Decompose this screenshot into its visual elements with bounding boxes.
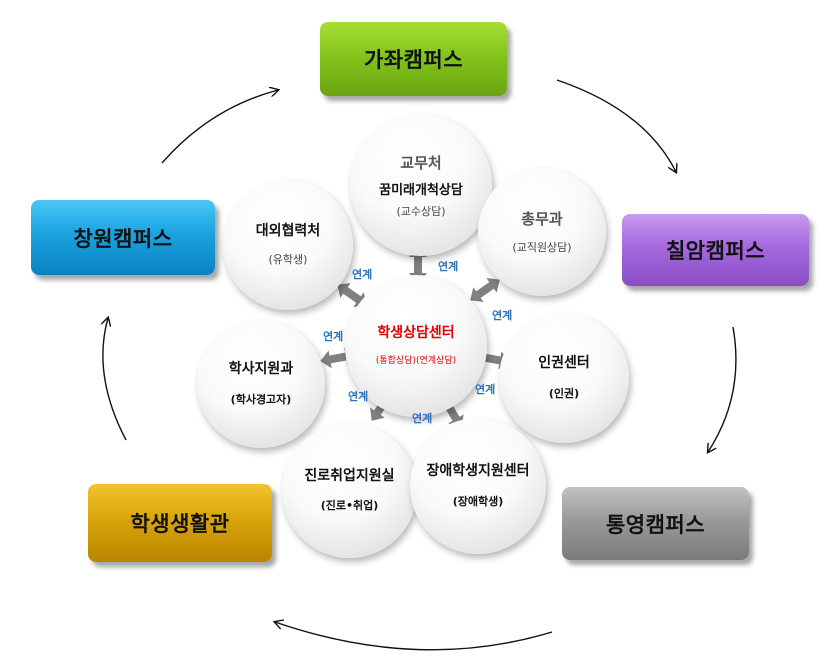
unit-career-note: (진로•취업) — [320, 499, 379, 513]
connector-center-academic — [409, 247, 427, 283]
link-label-international: 연계 — [352, 268, 373, 281]
unit-disability-support: 장애학생지원센터 (장애학생) — [410, 418, 546, 554]
unit-rights-name: 인권센터 — [538, 355, 590, 372]
unit-international-note: (유학생) — [268, 252, 308, 266]
unit-academic-support: 학사지원과 (학사경고자) — [197, 320, 325, 448]
cycle-arrow-tongyeong-to-life — [275, 622, 553, 651]
campus-changwon: 창원캠퍼스 — [31, 200, 215, 275]
center-title: 학생상담센터 — [377, 324, 455, 341]
unit-general-note: (교직원상담) — [512, 240, 572, 254]
campus-student-hall-label: 학생생활관 — [130, 512, 230, 536]
unit-career-name: 진로취업지원실 — [304, 467, 395, 484]
link-label-rights-lower: 연계 — [475, 383, 496, 396]
link-label-general: 연계 — [438, 260, 459, 273]
cycle-arrow-life-to-changwon — [103, 318, 127, 441]
unit-academic-note: (교수상담) — [396, 204, 446, 218]
unit-academic-program: 꿈미래개척상담 — [379, 182, 463, 198]
campus-chilam-label: 칠암캠퍼스 — [665, 239, 766, 263]
unit-disabled-note: (장애학생) — [452, 494, 504, 508]
link-label-disabled: 연계 — [412, 412, 433, 425]
link-label-career: 연계 — [348, 390, 369, 403]
link-label-registrar: 연계 — [323, 330, 344, 343]
link-label-rights-upper: 연계 — [492, 309, 513, 322]
campus-chilam: 칠암캠퍼스 — [622, 214, 809, 286]
cycle-arrow-changwon-to-gajwa — [161, 90, 278, 164]
unit-registrar-note: (학사경고자) — [230, 392, 292, 406]
center-subtitle: (통합상담)(연계상담) — [375, 356, 457, 367]
cycle-arrow-chilam-to-tongyeong — [708, 326, 737, 452]
campus-changwon-label: 창원캠퍼스 — [73, 226, 173, 251]
unit-registrar-name: 학사지원과 — [228, 361, 294, 378]
unit-general-affairs: 총무과 (교직원상담) — [478, 168, 606, 296]
unit-international: 대외협력처 (유학생) — [223, 180, 353, 310]
campus-tongyeong: 통영캠퍼스 — [562, 487, 749, 560]
unit-academic-affairs: 교무처 꿈미래개척상담 (교수상담) — [350, 114, 492, 256]
unit-human-rights: 인권센터 (인권) — [499, 313, 629, 443]
campus-gajwa: 가좌캠퍼스 — [320, 22, 507, 96]
campus-gajwa-label: 가좌캠퍼스 — [363, 48, 464, 72]
student-counseling-center: 학생상담센터 (통합상담)(연계상담) — [345, 275, 487, 417]
unit-general-name: 총무과 — [521, 209, 563, 228]
unit-career-support: 진로취업지원실 (진로•취업) — [282, 423, 417, 558]
cycle-arrow-gajwa-to-chilam — [556, 79, 676, 172]
unit-academic-name: 교무처 — [400, 153, 442, 172]
connector-center-general — [470, 278, 500, 302]
unit-disabled-name: 장애학생지원센터 — [426, 463, 530, 480]
unit-rights-note: (인권) — [548, 386, 580, 400]
campus-student-hall: 학생생활관 — [88, 484, 272, 562]
unit-international-name: 대외협력처 — [255, 223, 321, 240]
campus-tongyeong-label: 통영캠퍼스 — [605, 512, 706, 537]
